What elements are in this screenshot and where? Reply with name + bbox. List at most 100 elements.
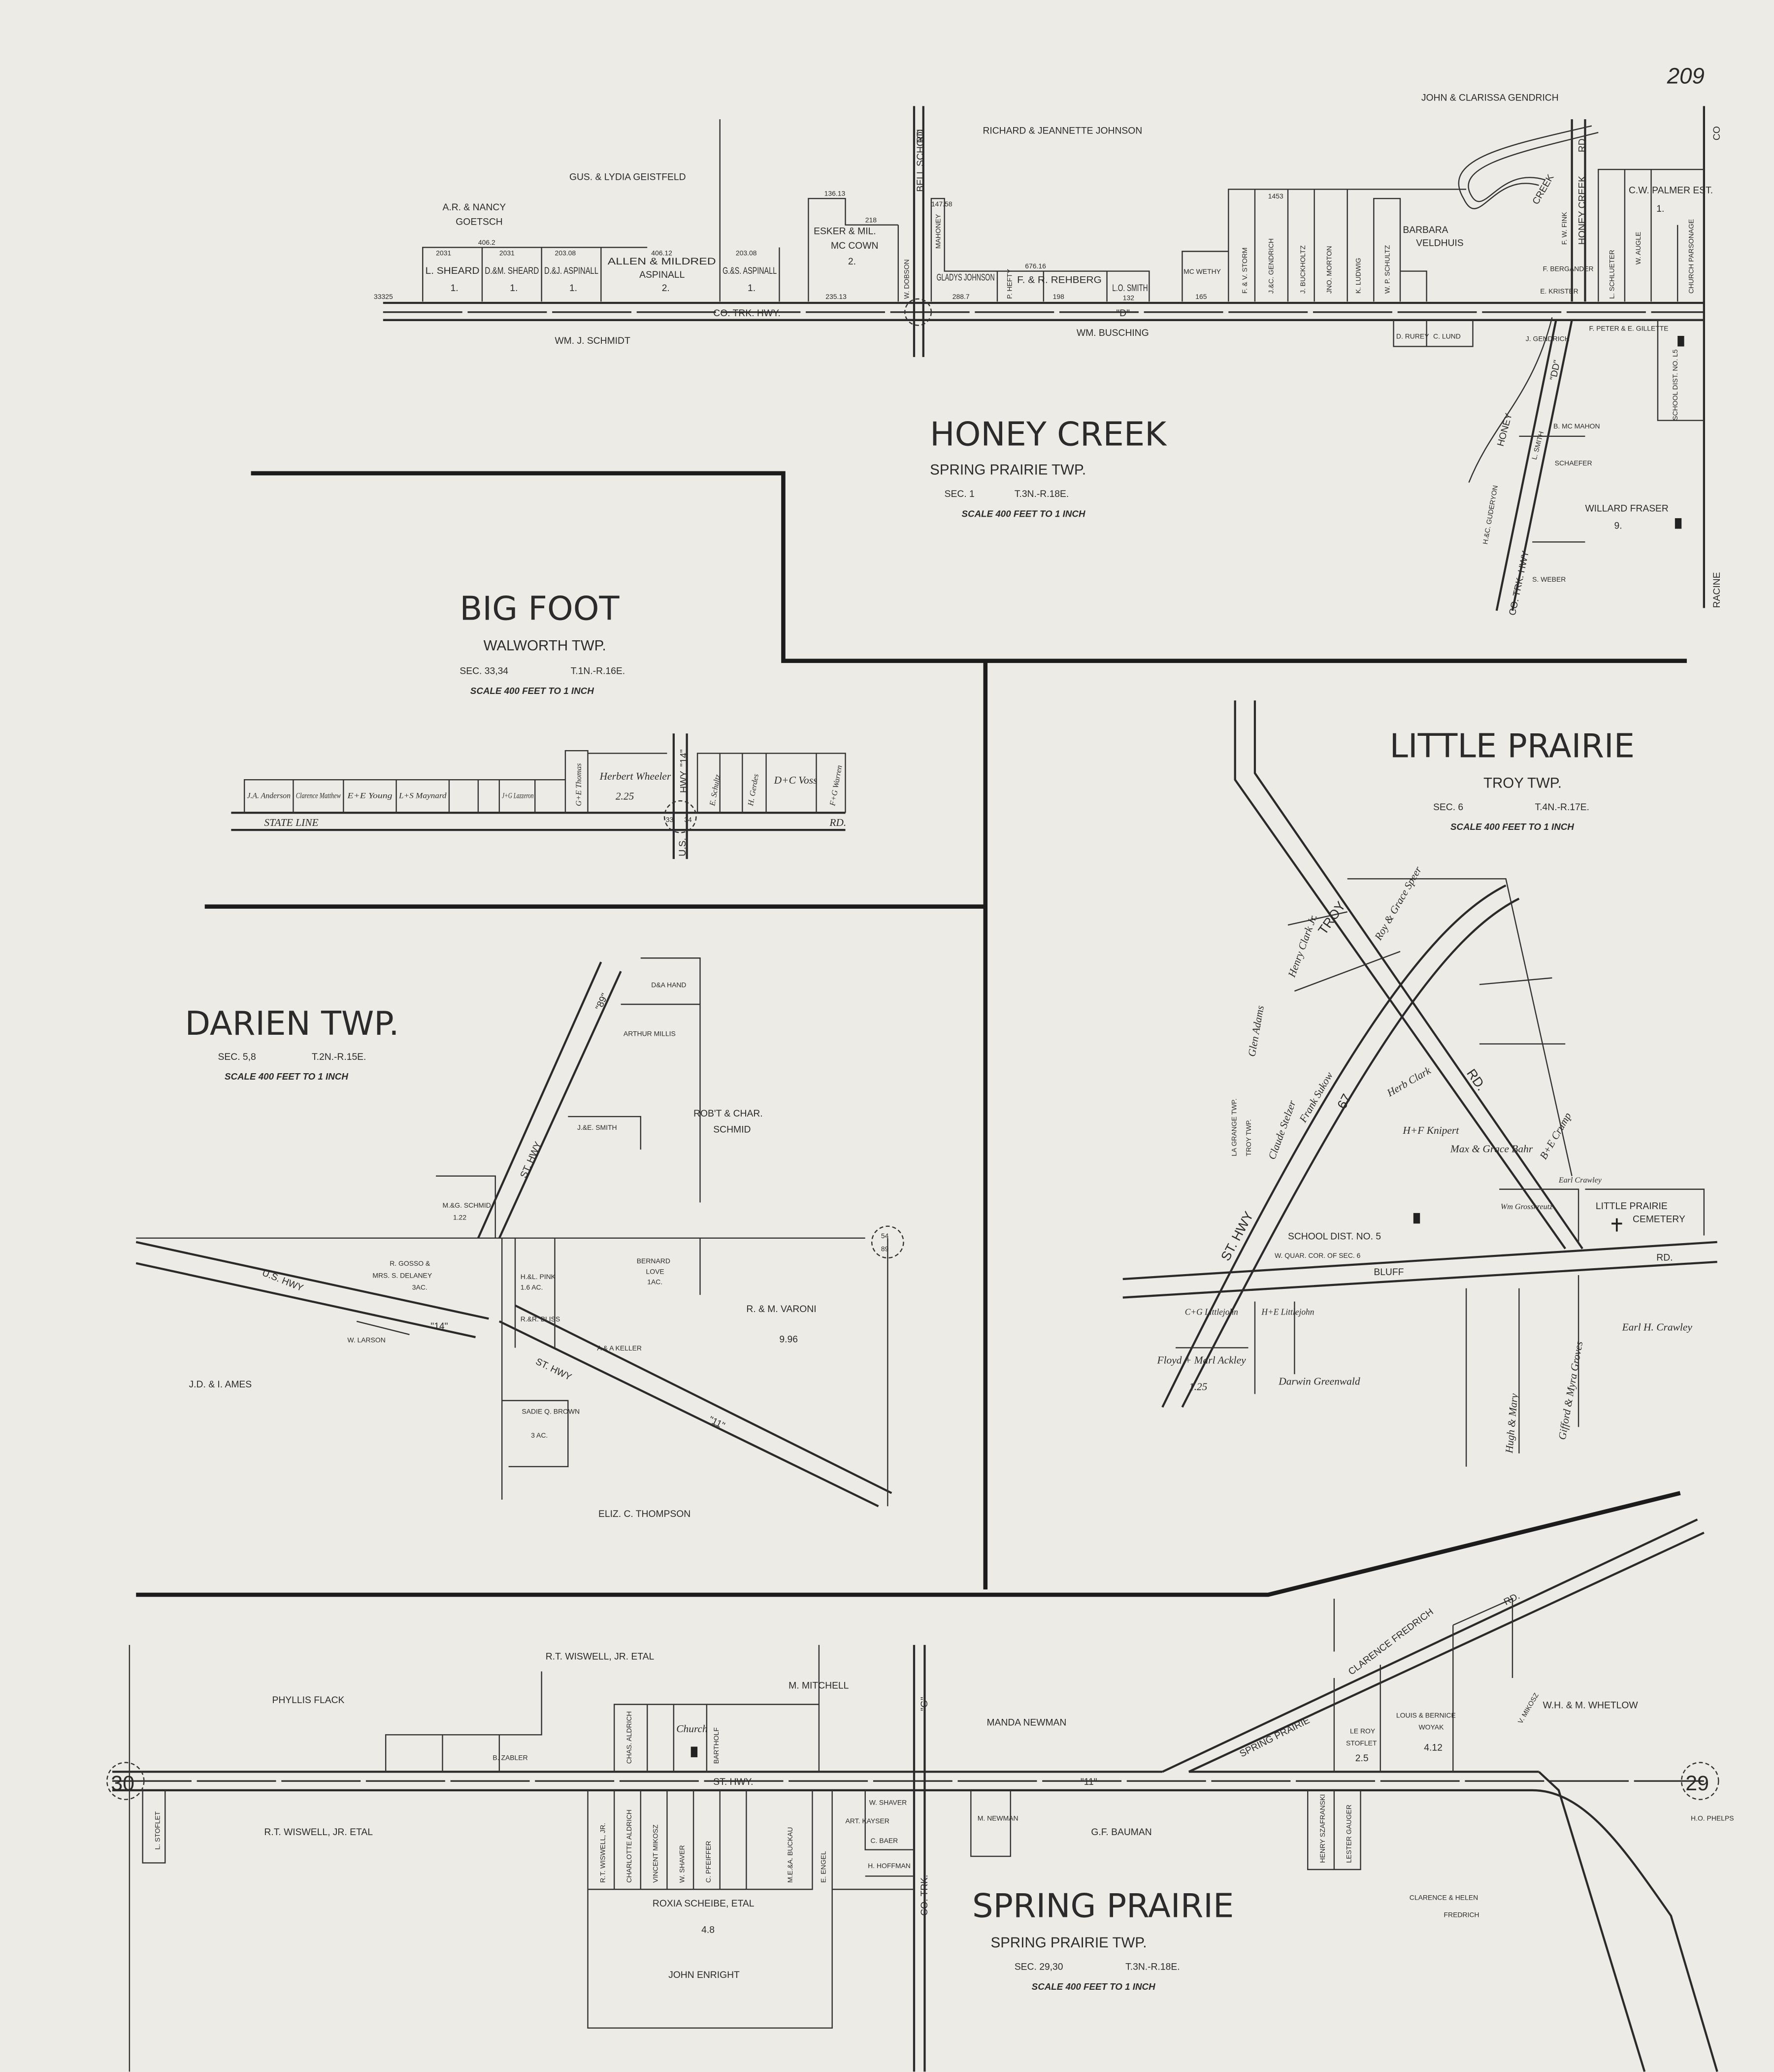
road-st-hwy-89 bbox=[477, 961, 622, 1239]
acreage: 1.6 AC. bbox=[521, 1283, 543, 1291]
owner-label: MRS. S. DELANEY bbox=[372, 1271, 432, 1279]
owner-label: GUS. & LYDIA GEISTFELD bbox=[569, 172, 686, 183]
owner-label: BARBARA bbox=[1403, 225, 1448, 235]
road-label: "D" bbox=[1116, 308, 1130, 319]
acreage: 1. bbox=[1656, 204, 1664, 214]
section-label: SEC. 5,8 bbox=[218, 1052, 256, 1062]
scale-label: SCALE 400 FEET TO 1 INCH bbox=[962, 508, 1085, 519]
owner-label: F. & R. REHBERG bbox=[1017, 275, 1102, 286]
acreage: 2.25 bbox=[616, 790, 634, 802]
owner-label: Max & Grace Bahr bbox=[1450, 1143, 1533, 1155]
owner-label: J.&E. SMITH bbox=[577, 1123, 617, 1131]
owner-label: R.&R. BLISS bbox=[521, 1315, 560, 1323]
road-spring-prairie bbox=[1162, 1518, 1705, 1773]
owner-label: M.E.&A. BUCKAU bbox=[786, 1827, 794, 1883]
owner-label: C. BAER bbox=[870, 1837, 898, 1844]
road-label: RD. bbox=[1656, 1252, 1673, 1263]
road-label: U.S. bbox=[678, 838, 688, 856]
scale-label: SCALE 400 FEET TO 1 INCH bbox=[1450, 822, 1574, 832]
owner-label: C. LUND bbox=[1433, 332, 1461, 340]
road-label: RD. bbox=[1577, 136, 1587, 152]
acreage: 1. bbox=[451, 283, 459, 294]
section-number: 33 bbox=[666, 816, 674, 823]
road-hwy-14 bbox=[672, 733, 688, 859]
range-label: T.3N.-R.18E. bbox=[1125, 1962, 1180, 1973]
acreage: 4.8 bbox=[701, 1925, 715, 1936]
map-title: SPRING PRAIRIE bbox=[972, 1886, 1234, 1925]
owner-label: L.O. SMITH bbox=[1112, 283, 1148, 294]
owner-label: BERNARD bbox=[637, 1257, 670, 1265]
road-st-hwy-11 bbox=[112, 1771, 1718, 2072]
dimension: 2031 bbox=[436, 249, 451, 257]
owner-label: W. DOBSON bbox=[902, 259, 910, 299]
owner-label: JNO. MORTON bbox=[1325, 246, 1333, 294]
spring-prairie-map: PHYLLIS FLACK R.T. WISWELL, JR. ETAL M. … bbox=[106, 1518, 1734, 2072]
road-label: CO bbox=[1712, 126, 1722, 140]
owner-label: W. SHAVER bbox=[678, 1845, 686, 1882]
road-label: BLUFF bbox=[1374, 1267, 1404, 1278]
darien-map: 54 89 D&A HAND ARTHUR MILLIS J.&E. SMITH… bbox=[135, 957, 904, 1519]
highway-number: 54 bbox=[881, 1232, 889, 1240]
road-label: RACINE bbox=[1712, 572, 1722, 608]
section-label: SEC. 29,30 bbox=[1015, 1962, 1063, 1973]
owner-label: H+E Littlejohn bbox=[1261, 1307, 1314, 1316]
school-icon bbox=[1413, 1213, 1420, 1224]
building-icon bbox=[1675, 518, 1682, 529]
owner-label: R.T. WISWELL, JR. bbox=[598, 1823, 606, 1883]
owner-label: BARTHOLF bbox=[712, 1727, 720, 1764]
dimension: 218 bbox=[865, 216, 877, 224]
owner-label: PHYLLIS FLACK bbox=[272, 1695, 345, 1706]
road-troy bbox=[1234, 700, 1583, 1250]
acreage: 2. bbox=[662, 283, 670, 294]
section-divider bbox=[136, 1491, 1681, 1597]
owner-label: VELDHUIS bbox=[1416, 238, 1464, 249]
owner-label: ESKER & MIL. bbox=[814, 226, 876, 236]
owner-label: J.A. Anderson bbox=[247, 792, 291, 800]
township-label: WALWORTH TWP. bbox=[484, 637, 606, 654]
owner-label: Clarence Matthew bbox=[296, 792, 341, 800]
highway-number: 89 bbox=[881, 1245, 889, 1253]
owner-label: A & A KELLER bbox=[597, 1344, 642, 1352]
owner-label: WM. BUSCHING bbox=[1077, 328, 1149, 338]
dimension: 203.08 bbox=[555, 249, 576, 257]
acreage: 1. bbox=[569, 283, 577, 294]
dimension: 406.2 bbox=[478, 238, 495, 246]
acreage: 9. bbox=[1614, 521, 1622, 531]
section-corner-marker bbox=[904, 298, 932, 326]
acreage: 1. bbox=[748, 283, 756, 294]
owner-label: C+G Littlejohn bbox=[1185, 1307, 1238, 1316]
acreage: 1AC. bbox=[647, 1278, 662, 1286]
acreage: 4.12 bbox=[1424, 1743, 1443, 1753]
road-us-hwy-14 bbox=[135, 1241, 489, 1339]
owner-label: E+E Young bbox=[347, 792, 392, 800]
owner-label: CHAS. ALDRICH bbox=[625, 1711, 633, 1764]
map-title: BIG FOOT bbox=[460, 590, 620, 628]
little-prairie-map: Henry Clark Jr. Glen Adams Roy & Grace S… bbox=[1122, 700, 1717, 1467]
road-label: RD. bbox=[916, 127, 926, 143]
township-label: TROY TWP. bbox=[1483, 775, 1562, 791]
owner-label: ART. KAYSER bbox=[846, 1817, 889, 1825]
parcel-lines bbox=[243, 750, 846, 813]
road-label: "11" bbox=[1081, 1777, 1097, 1787]
owner-label: R. & M. VARONI bbox=[746, 1304, 816, 1315]
owner-label: K. LUDWIG bbox=[1354, 258, 1362, 294]
acreage: 3AC. bbox=[412, 1283, 427, 1291]
cross-icon bbox=[1611, 1218, 1622, 1232]
section-marker bbox=[106, 1762, 145, 1800]
owner-label: JOHN & CLARISSA GENDRICH bbox=[1421, 93, 1559, 103]
road-st-hwy-11 bbox=[498, 1304, 892, 1508]
acreage: 1. bbox=[510, 283, 518, 294]
acreage: 9.96 bbox=[779, 1335, 798, 1345]
owner-label: F. BERGANDER bbox=[1543, 265, 1594, 273]
honey-creek-stream bbox=[1468, 317, 1553, 483]
honey-creek-map: JOHN & CLARISSA GENDRICH RICHARD & JEANN… bbox=[374, 93, 1722, 617]
dimension: 147.58 bbox=[931, 200, 953, 208]
owner-label: ROXIA SCHEIBE, ETAL bbox=[653, 1899, 755, 1909]
road-bluff bbox=[1122, 1241, 1717, 1299]
owner-label: J+G Lazzeron bbox=[502, 792, 533, 800]
road-label: BELL SCHOOL bbox=[916, 126, 926, 192]
road-label: HWY. "14" bbox=[679, 749, 690, 793]
owner-label: CHARLOTTE ALDRICH bbox=[625, 1809, 633, 1883]
road-label: HONEY CREEK bbox=[1577, 176, 1587, 245]
